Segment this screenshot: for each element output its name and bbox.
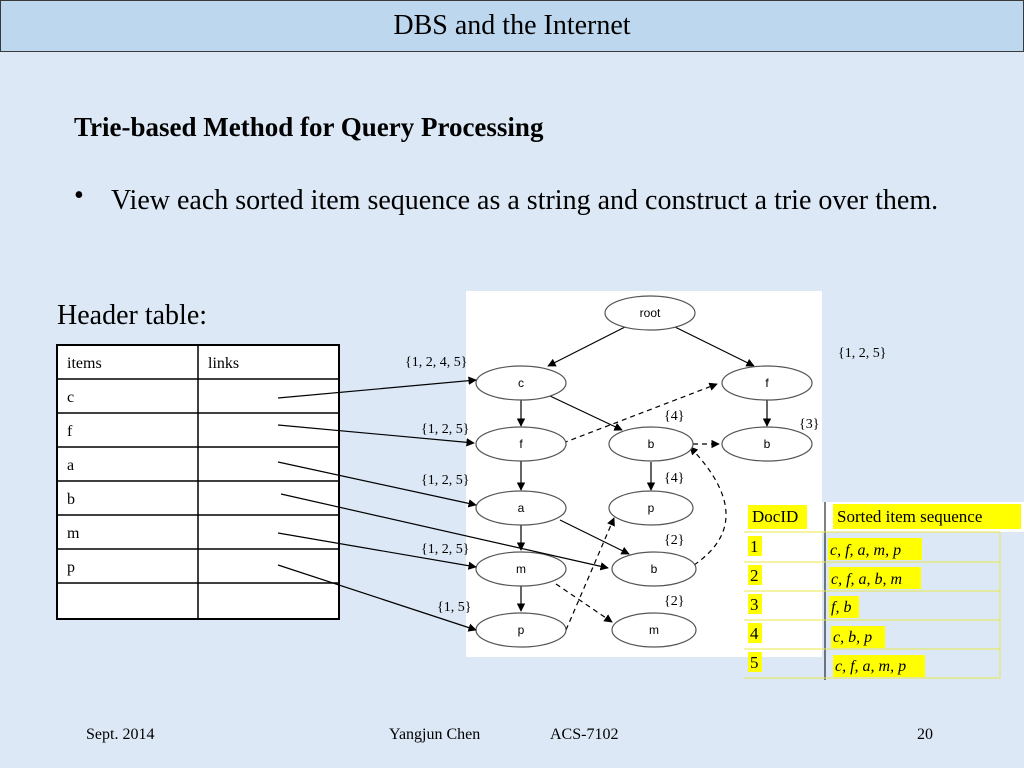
trie-set-labels: {1, 2, 4, 5} {1, 2, 5} {4} {3} {1, 2, 5}… xyxy=(405,346,886,615)
doc-seq-highlight xyxy=(829,567,921,589)
trie-node-label: b xyxy=(764,437,771,451)
doc-seq-highlight xyxy=(833,655,925,677)
doc-header-sequence: Sorted item sequence xyxy=(837,507,982,526)
doc-seq-highlight xyxy=(831,626,885,648)
trie-node xyxy=(608,490,694,526)
doc-seq-highlight xyxy=(828,538,922,560)
header-item-p: p xyxy=(67,559,75,576)
trie-node-label: m xyxy=(516,562,526,576)
trie-node-label: p xyxy=(518,623,525,637)
set-label: {1, 5} xyxy=(437,600,471,615)
trie-node-label: root xyxy=(640,306,661,320)
trie-node xyxy=(604,295,696,331)
trie-node-label: f xyxy=(765,376,769,390)
set-label: {1, 2, 5} xyxy=(421,473,469,488)
header-item-a: a xyxy=(67,457,74,474)
trie-node xyxy=(611,612,697,648)
doc-sequence: c, f, a, m, p xyxy=(835,658,906,675)
trie-node xyxy=(475,426,567,462)
header-item-m: m xyxy=(67,525,80,542)
doc-id: 1 xyxy=(750,537,759,556)
doc-id: 2 xyxy=(750,566,759,585)
slide-title: DBS and the Internet xyxy=(393,10,631,41)
section-heading: Trie-based Method for Query Processing xyxy=(74,112,544,142)
doc-id-highlight xyxy=(748,536,762,556)
bullet-text: View each sorted item sequence as a stri… xyxy=(111,185,939,216)
trie-node-label: m xyxy=(649,623,659,637)
doc-id-highlight xyxy=(748,623,762,643)
set-label: {1, 2, 5} xyxy=(838,346,886,361)
header-table-label: Header table: xyxy=(57,300,208,331)
slide-title-bar: DBS and the Internet xyxy=(0,0,1024,52)
set-label: {4} xyxy=(664,409,684,424)
trie-node-links xyxy=(555,382,727,631)
trie-node xyxy=(611,551,697,587)
set-label: {1, 2, 5} xyxy=(421,542,469,557)
trie-node xyxy=(608,426,694,462)
doc-sequence: f, b xyxy=(831,599,851,616)
header-item-c: c xyxy=(67,389,74,406)
doc-id: 5 xyxy=(750,653,759,672)
doc-id-highlight xyxy=(748,565,762,585)
trie-edges xyxy=(516,326,772,612)
trie-node-label: c xyxy=(518,376,524,390)
doc-header-docid: DocID xyxy=(752,507,798,526)
trie-panel xyxy=(466,291,822,657)
doc-id-highlight xyxy=(748,652,762,672)
doc-sequence: c, f, a, m, p xyxy=(830,542,901,559)
bullet-marker: • xyxy=(74,180,84,211)
header-col-links: links xyxy=(208,355,239,372)
trie-node xyxy=(721,365,813,401)
doc-header-highlight xyxy=(833,504,1021,529)
trie-node-label: p xyxy=(648,501,655,515)
doc-sequence: c, f, a, b, m xyxy=(831,571,902,588)
footer-date: Sept. 2014 xyxy=(86,726,155,743)
header-links xyxy=(277,376,609,632)
set-label: {1, 2, 5} xyxy=(421,422,469,437)
trie-node-label: b xyxy=(648,437,655,451)
trie-node-label: f xyxy=(519,437,523,451)
header-item-b: b xyxy=(67,491,75,508)
doc-seq-highlight xyxy=(829,596,859,618)
doc-id-highlight xyxy=(748,594,762,614)
trie-node xyxy=(475,490,567,526)
header-item-f: f xyxy=(67,423,73,440)
footer-course: ACS-7102 xyxy=(550,726,619,743)
doc-id: 4 xyxy=(750,624,759,643)
trie-nodes: root c f f b b a p m b p m xyxy=(475,295,813,648)
doc-table: DocID Sorted item sequence 1 c, f, a, m,… xyxy=(744,502,1024,680)
set-label: {2} xyxy=(664,594,684,609)
set-label: {2} xyxy=(664,533,684,548)
doc-sequence: c, b, p xyxy=(833,629,872,646)
doc-header-highlight xyxy=(748,505,807,529)
trie-node-label: b xyxy=(651,562,658,576)
page-number: 20 xyxy=(917,726,933,743)
set-label: {1, 2, 4, 5} xyxy=(405,355,467,370)
set-label: {3} xyxy=(799,417,819,432)
footer-author: Yangjun Chen xyxy=(389,726,481,743)
trie-node-label: a xyxy=(518,501,525,515)
doc-id: 3 xyxy=(750,595,759,614)
set-label: {4} xyxy=(664,471,684,486)
header-table: items links c f a b m p xyxy=(56,344,340,620)
header-col-items: items xyxy=(67,355,102,372)
trie-node xyxy=(721,426,813,462)
